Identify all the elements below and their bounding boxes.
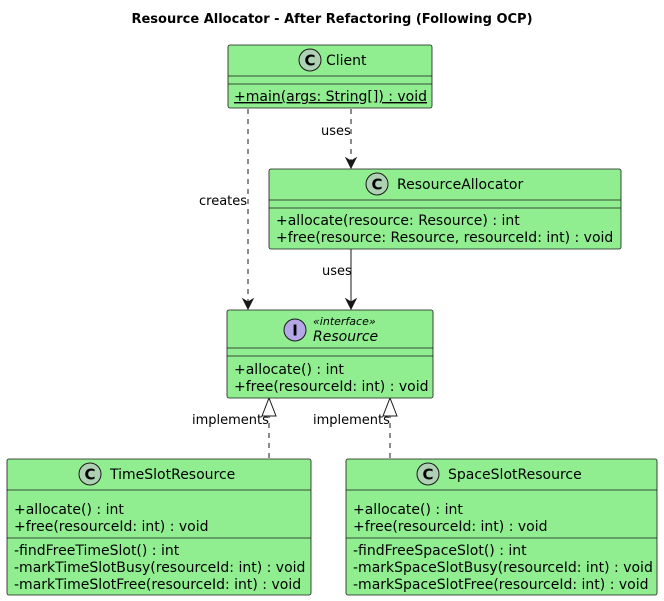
client-uses-allocator-label: uses xyxy=(321,124,351,139)
class-name: Client xyxy=(326,53,367,69)
class-icon-letter: C xyxy=(304,52,315,70)
class-icon xyxy=(298,48,322,72)
space-implements-label: implements xyxy=(313,413,390,428)
class-icon-letter: C xyxy=(84,466,95,484)
class-resource-allocator: C ResourceAllocator +allocate(resource: … xyxy=(268,168,622,250)
interface-icon-letter: I xyxy=(292,322,298,340)
allocator-uses-resource-label: uses xyxy=(322,264,352,279)
class-icon xyxy=(416,462,440,486)
method-free: +free(resourceId: int) : void xyxy=(14,519,209,535)
method-main: +main(args: String[]) : void xyxy=(234,89,427,105)
method-mark-space-slot-busy: -markSpaceSlotBusy(resourceId: int) : vo… xyxy=(353,560,653,576)
method-mark-time-slot-free: -markTimeSlotFree(resourceId: int) : voi… xyxy=(14,577,301,593)
class-icon-letter: C xyxy=(422,466,433,484)
interface-icon xyxy=(283,318,307,342)
class-name: TimeSlotResource xyxy=(109,467,235,483)
method-free: +free(resourceId: int) : void xyxy=(234,379,429,395)
class-icon-letter: C xyxy=(371,176,382,194)
method-mark-space-slot-free: -markSpaceSlotFree(resourceId: int) : vo… xyxy=(353,577,649,593)
method-allocate: +allocate() : int xyxy=(234,362,344,378)
method-allocate: +allocate(resource: Resource) : int xyxy=(276,213,520,229)
interface-resource: I «interface» Resource +allocate() : int… xyxy=(226,309,434,399)
class-client: C Client +main(args: String[]) : void xyxy=(227,44,433,109)
method-allocate: +allocate() : int xyxy=(14,502,124,518)
interface-name: Resource xyxy=(313,329,378,345)
method-free: +free(resource: Resource, resourceId: in… xyxy=(276,230,613,246)
diagram-title: Resource Allocator - After Refactoring (… xyxy=(131,12,532,27)
class-space-slot-resource: C SpaceSlotResource +allocate() : int +f… xyxy=(345,458,658,596)
class-name: SpaceSlotResource xyxy=(448,467,582,483)
class-icon xyxy=(78,462,102,486)
class-icon xyxy=(365,172,389,196)
class-name: ResourceAllocator xyxy=(397,177,523,193)
method-mark-time-slot-busy: -markTimeSlotBusy(resourceId: int) : voi… xyxy=(14,560,305,576)
method-free: +free(resourceId: int) : void xyxy=(353,519,548,535)
method-find-free-time-slot: -findFreeTimeSlot() : int xyxy=(14,543,180,559)
method-allocate: +allocate() : int xyxy=(353,502,463,518)
method-find-free-space-slot: -findFreeSpaceSlot() : int xyxy=(353,543,527,559)
class-time-slot-resource: C TimeSlotResource +allocate() : int +fr… xyxy=(6,458,312,596)
time-implements-label: implements xyxy=(192,413,269,428)
client-creates-resource-label: creates xyxy=(199,194,247,209)
interface-stereotype: «interface» xyxy=(313,315,376,328)
